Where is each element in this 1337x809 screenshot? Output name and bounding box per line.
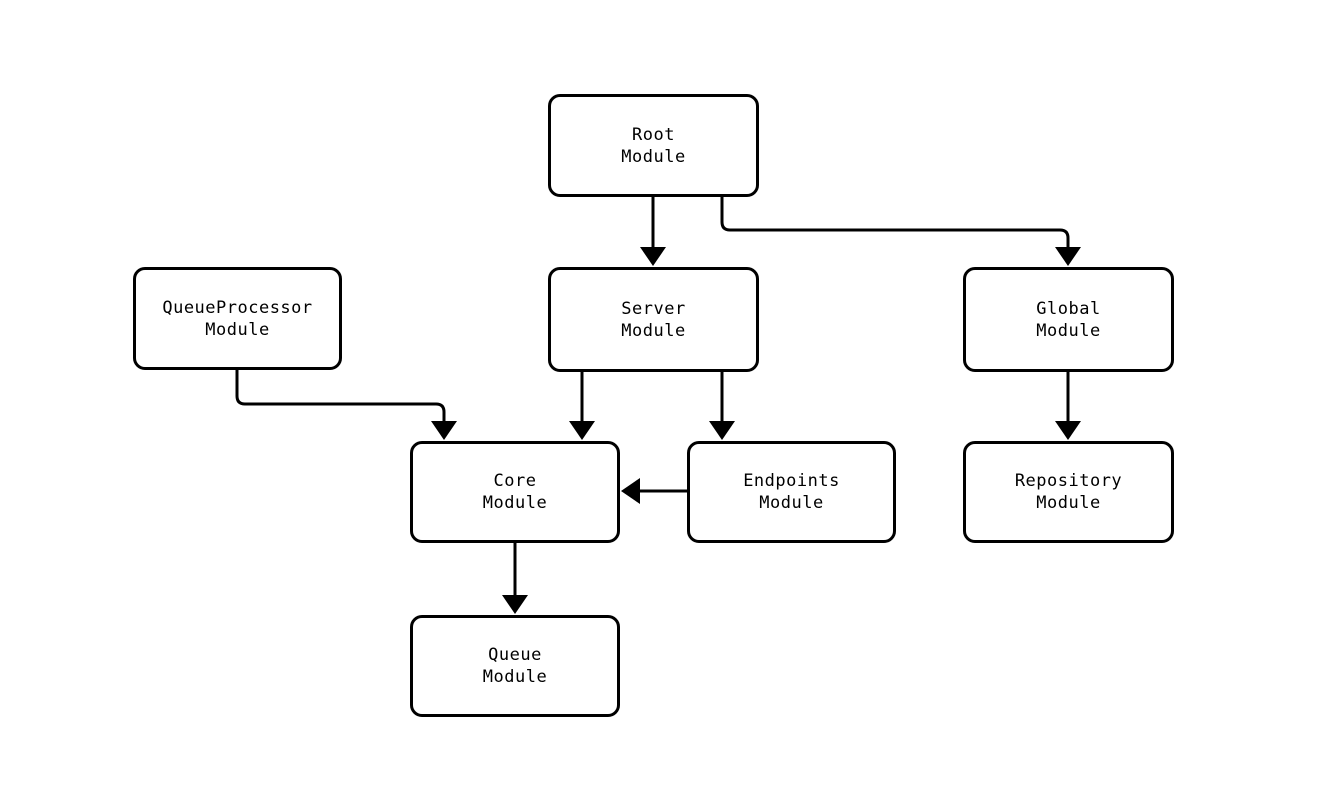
node-label-root: Root Module bbox=[621, 124, 686, 167]
node-label-global: Global Module bbox=[1036, 298, 1101, 341]
node-label-queue: Queue Module bbox=[482, 645, 548, 687]
node-label-queueprocessor: QueueProcessor Module bbox=[162, 297, 313, 340]
edge-server-to-core bbox=[569, 372, 595, 440]
node-label-endpoints: Endpoints Module bbox=[743, 471, 840, 513]
edge-server-to-endpoints bbox=[709, 372, 735, 440]
edge-queueprocessor-to-core bbox=[235, 370, 457, 440]
node-endpoints[interactable]: Endpoints Module bbox=[687, 441, 896, 543]
edge-global-to-repository bbox=[1055, 372, 1081, 440]
node-global[interactable]: Global Module bbox=[963, 267, 1174, 372]
edge-root-to-server bbox=[640, 197, 666, 266]
arrowhead bbox=[640, 247, 666, 266]
arrowhead bbox=[709, 421, 735, 440]
node-label-core: Core Module bbox=[482, 471, 548, 513]
arrowhead bbox=[502, 595, 528, 614]
edge-core-to-queue bbox=[502, 543, 528, 614]
node-queueprocessor[interactable]: QueueProcessor Module bbox=[133, 267, 342, 370]
edge-endpoints-to-core bbox=[621, 478, 687, 504]
arrowhead bbox=[569, 421, 595, 440]
node-repository[interactable]: Repository Module bbox=[963, 441, 1174, 543]
node-label-server: Server Module bbox=[621, 298, 686, 341]
node-label-repository: Repository Module bbox=[1014, 471, 1123, 513]
edge-root-to-global bbox=[720, 197, 1081, 266]
node-queue[interactable]: Queue Module bbox=[410, 615, 620, 717]
arrowhead bbox=[431, 421, 457, 440]
node-core[interactable]: Core Module bbox=[410, 441, 620, 543]
arrowhead bbox=[1055, 421, 1081, 440]
node-server[interactable]: Server Module bbox=[548, 267, 759, 372]
node-root[interactable]: Root Module bbox=[548, 94, 759, 197]
arrowhead bbox=[621, 478, 640, 504]
arrowhead bbox=[1055, 247, 1081, 266]
